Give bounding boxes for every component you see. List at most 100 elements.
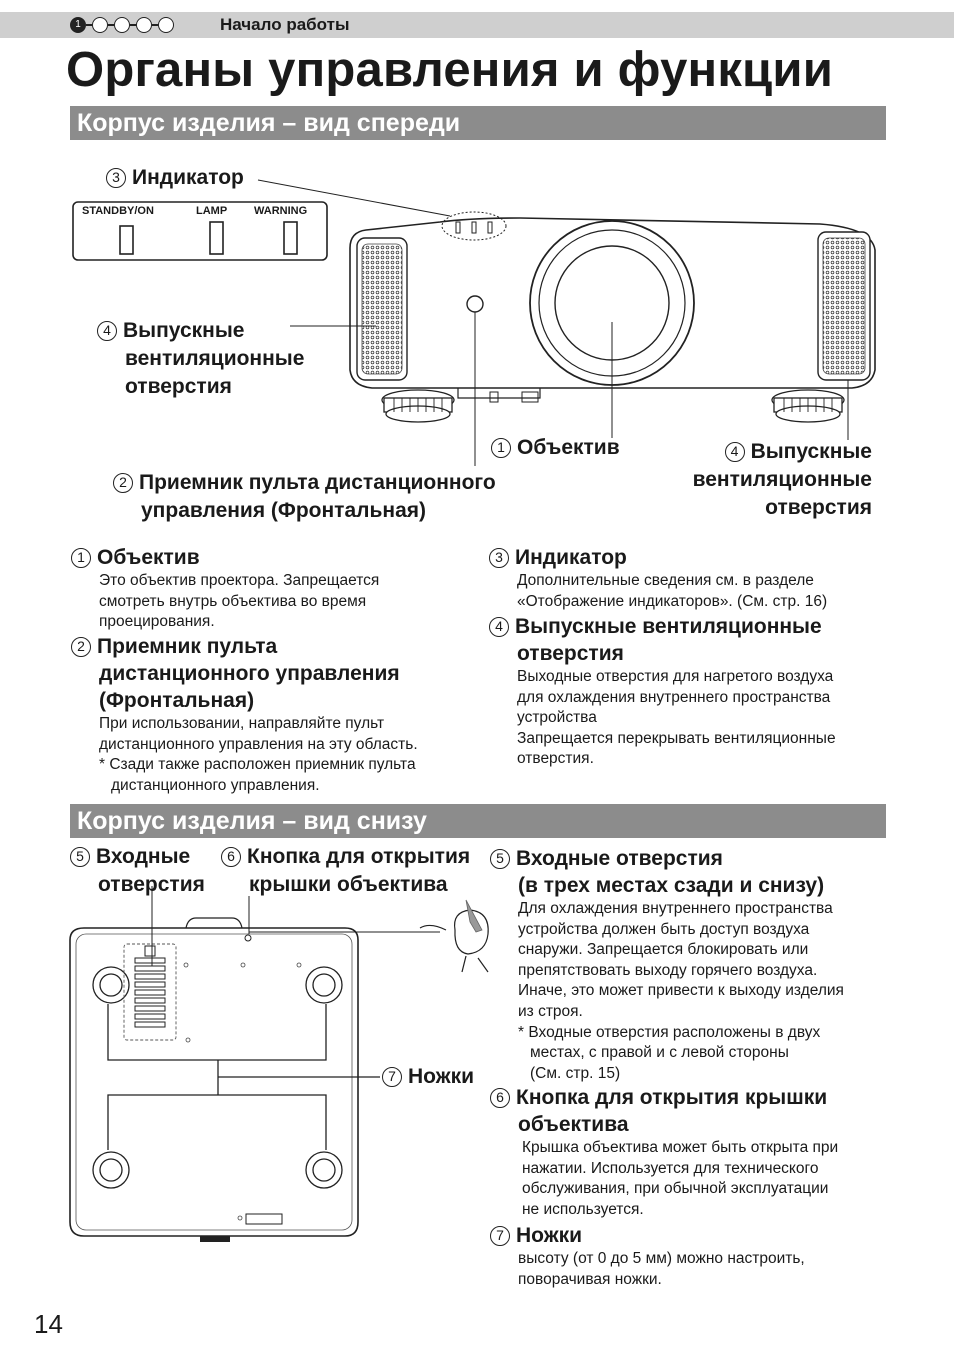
desc-line: препятствовать выходу горячего воздуха.: [518, 961, 818, 979]
desc-title: Входные отверстия: [516, 847, 723, 870]
desc-note: * Сзади также расположен приемник пульта: [99, 756, 416, 774]
desc-title: Кнопка для открытия крышки: [516, 1086, 828, 1109]
desc-title: Индикатор: [515, 546, 627, 569]
desc-lens: 1 Объектив Это объектив проектора. Запрещ…: [71, 544, 471, 633]
callout-vents-left: 4 Выпускные вентиляционные отверстия: [97, 317, 304, 401]
desc-number: 5: [490, 849, 510, 869]
desc-title: (Фронтальная): [99, 689, 255, 712]
desc-number: 7: [490, 1226, 510, 1246]
desc-line: смотреть внутрь объектива во время: [99, 592, 367, 610]
desc-title: дистанционного управления: [99, 662, 400, 685]
desc-line: Это объектив проектора. Запрещается: [99, 572, 380, 589]
callout-text: вентиляционные: [692, 468, 872, 491]
desc-line: устройства: [517, 709, 597, 727]
desc-feet: 7 Ножки высоту (от 0 до 5 мм) можно настр…: [490, 1222, 910, 1290]
desc-line: высоту (от 0 до 5 мм) можно настроить,: [518, 1250, 805, 1267]
callout-text: отверстия: [98, 873, 205, 896]
desc-title: отверстия: [517, 642, 624, 665]
callout-text: отверстия: [125, 375, 232, 398]
desc-line: дистанционного управления на эту область…: [99, 735, 418, 753]
callout-feet: 7 Ножки: [382, 1063, 474, 1091]
step-dot: [92, 17, 108, 33]
desc-title: Выпускные вентиляционные: [515, 615, 822, 638]
desc-number: 3: [489, 548, 509, 568]
step-dot-active: 1: [70, 17, 86, 33]
callout-indicator: 3 Индикатор: [106, 164, 244, 192]
desc-line: не используется.: [522, 1200, 644, 1218]
step-dot: [158, 17, 174, 33]
desc-line: снаружи. Запрещается блокировать или: [518, 941, 809, 959]
desc-line: из строя.: [518, 1002, 583, 1020]
desc-line: Крышка объектива может быть открыта при: [522, 1139, 839, 1156]
desc-line: Запрещается перекрывать вентиляционные: [517, 729, 836, 747]
step-dot: [136, 17, 152, 33]
callout-receiver: 2 Приемник пульта дистанционного управлен…: [113, 469, 496, 525]
desc-line: проецирования.: [99, 613, 215, 631]
chapter-progress-steps: 1: [70, 15, 174, 35]
desc-note: * Входные отверстия расположены в двух: [518, 1023, 821, 1041]
callout-lens: 1 Объектив: [491, 434, 620, 462]
callout-text: Выпускные: [123, 319, 245, 342]
callout-number: 5: [70, 847, 90, 867]
desc-line: отверстия.: [517, 750, 594, 768]
desc-title: Приемник пульта: [97, 635, 278, 658]
callout-text: Ножки: [408, 1065, 475, 1088]
callout-number: 4: [724, 442, 745, 462]
callout-number: 1: [491, 438, 511, 458]
chapter-name: Начало работы: [220, 15, 350, 34]
desc-lens-button: 6 Кнопка для открытия крышки объектива Кр…: [490, 1084, 910, 1220]
callout-text: управления (Фронтальная): [141, 499, 427, 522]
desc-line: Для охлаждения внутреннего пространства: [518, 900, 833, 917]
desc-number: 6: [490, 1088, 510, 1108]
desc-number: 4: [489, 617, 509, 637]
desc-line: поворачивая ножки.: [518, 1270, 662, 1288]
desc-line: для охлаждения внутреннего пространства: [517, 688, 831, 706]
callout-number: 6: [221, 847, 241, 867]
callout-text: вентиляционные: [125, 347, 305, 370]
callout-intake: 5 Входные отверстия: [70, 843, 205, 899]
desc-line: Выходные отверстия для нагретого воздуха: [517, 668, 834, 685]
desc-number: 2: [71, 637, 91, 657]
callout-text: Объектив: [517, 436, 620, 459]
desc-note: дистанционного управления.: [111, 776, 320, 794]
desc-indicator: 3 Индикатор Дополнительные сведения см. в…: [489, 544, 889, 612]
desc-vents: 4 Выпускные вентиляционные отверстия Выхо…: [489, 613, 899, 770]
desc-line: Иначе, это может привести к выходу издел…: [518, 982, 844, 1000]
desc-title: Объектив: [97, 546, 200, 569]
desc-note: местах, с правой и с левой стороны: [530, 1044, 789, 1062]
desc-line: «Отображение индикаторов». (См. стр. 16): [517, 592, 828, 610]
page-title: Органы управления и функции: [66, 43, 834, 97]
indicator-label-lamp: LAMP: [196, 205, 228, 217]
callout-text: Приемник пульта дистанционного: [139, 471, 496, 494]
page-number: 14: [34, 1309, 63, 1339]
section-title-front: Корпус изделия – вид спереди: [70, 106, 886, 140]
desc-intake: 5 Входные отверстия (в трех местах сзади …: [490, 845, 910, 1084]
indicator-label-standby: STANDBY/ON: [82, 205, 154, 217]
desc-line: нажатии. Используется для технического: [522, 1159, 819, 1177]
callout-text: Индикатор: [132, 166, 244, 189]
desc-receiver: 2 Приемник пульта дистанционного управлен…: [71, 633, 471, 796]
callout-text: крышки объектива: [249, 873, 448, 896]
callout-text: Выпускные: [750, 440, 872, 463]
callout-number: 2: [113, 473, 133, 493]
callout-number: 4: [97, 321, 117, 341]
callout-number: 3: [106, 168, 126, 188]
callout-text: отверстия: [765, 496, 872, 519]
desc-line: обслуживания, при обычной эксплуатации: [522, 1180, 829, 1198]
callout-text: Кнопка для открытия: [247, 845, 471, 868]
section-title-bottom: Корпус изделия – вид снизу: [70, 804, 886, 838]
desc-title: объектива: [518, 1113, 629, 1136]
callout-lens-button: 6 Кнопка для открытия крышки объектива: [221, 843, 470, 899]
desc-note: (См. стр. 15): [530, 1064, 621, 1082]
desc-line: Дополнительные сведения см. в разделе: [517, 572, 814, 589]
desc-line: При использовании, направляйте пульт: [99, 715, 385, 732]
desc-line: устройства должен быть доступ воздуха: [518, 920, 810, 938]
desc-number: 1: [71, 548, 91, 568]
desc-title: Ножки: [516, 1224, 583, 1247]
step-dot: [114, 17, 130, 33]
callout-number: 7: [382, 1067, 402, 1087]
desc-title: (в трех местах сзади и снизу): [518, 874, 825, 897]
indicator-label-warning: WARNING: [254, 205, 308, 217]
callout-text: Входные: [96, 845, 191, 868]
